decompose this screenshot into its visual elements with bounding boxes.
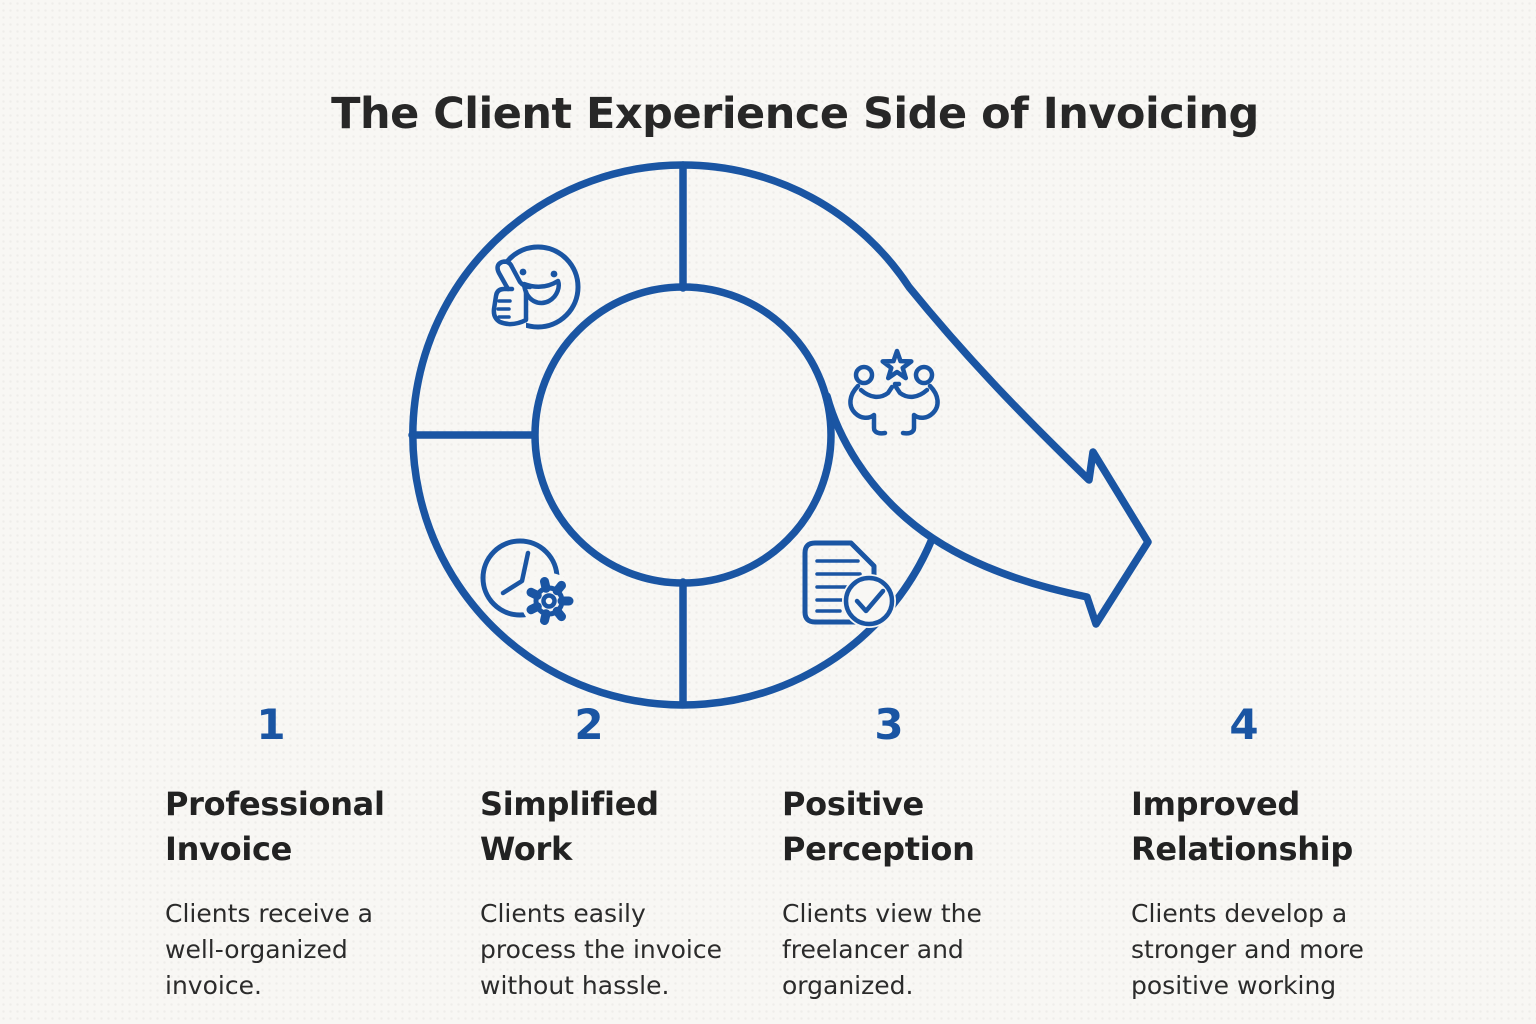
step-number-2: 2 [574,700,604,749]
smiley-thumbs-up-icon [488,244,581,330]
celebration-people-icon [848,348,940,436]
step-column-3: Positive Perception Clients view the fre… [782,782,1122,1004]
cycle-ring [408,161,936,709]
page-title: The Client Experience Side of Invoicing [331,88,1259,139]
step-heading: Positive Perception [782,785,975,868]
step-heading: Simplified Work [480,785,659,868]
step-description: Clients develop a stronger and more posi… [1131,898,1364,1001]
step-number-4: 4 [1229,700,1259,749]
step-column-2: Simplified Work Clients easily process t… [480,782,820,1004]
step-number-1: 1 [256,700,286,749]
step-description: Clients view the freelancer and organize… [782,898,982,1001]
step-number-3: 3 [874,700,904,749]
step-column-4: Improved Relationship Clients develop a … [1131,782,1471,1004]
step-heading: Professional Invoice [165,785,385,868]
clock-gear-icon [480,538,577,629]
document-check-icon [802,540,896,628]
exit-arrow [679,161,1152,628]
step-heading: Improved Relationship [1131,785,1354,868]
step-column-1: Professional Invoice Clients receive a w… [165,782,505,1004]
step-description: Clients easily process the invoice witho… [480,898,722,1001]
step-description: Clients receive a well-organized invoice… [165,898,373,1001]
